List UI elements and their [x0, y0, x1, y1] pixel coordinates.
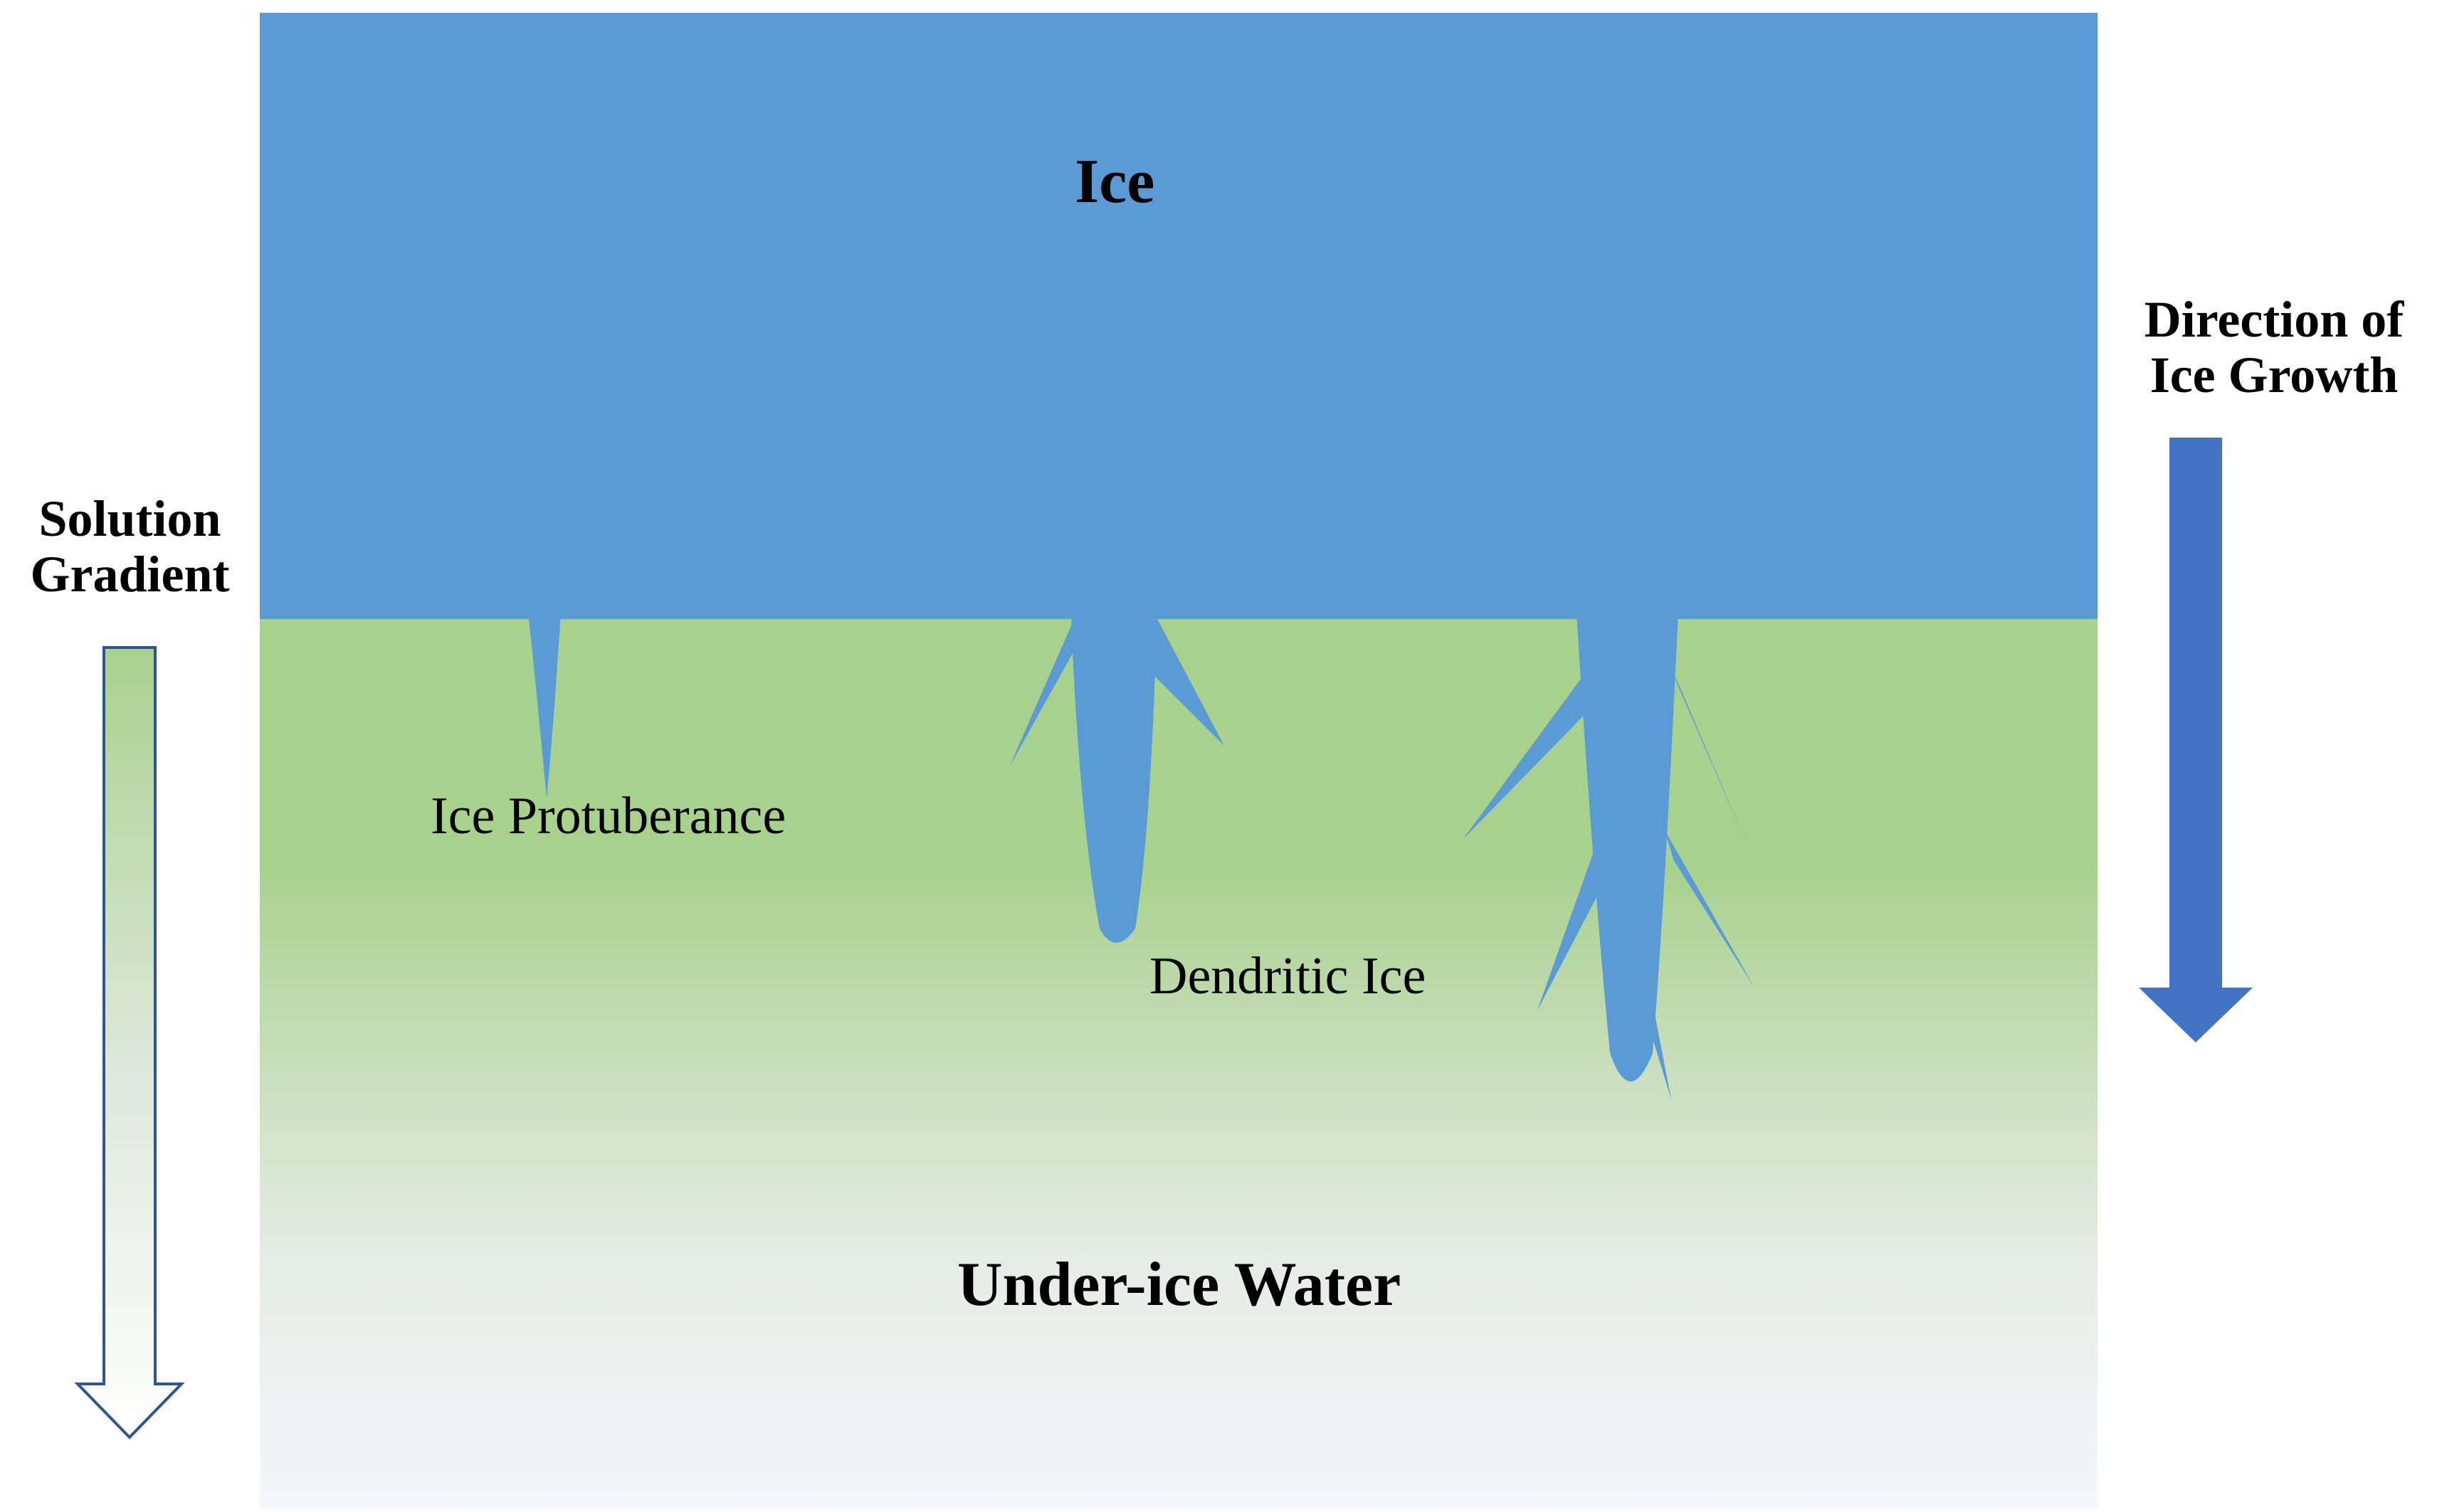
dendritic-ice-right [1463, 613, 1754, 1099]
dendritic-ice-label: Dendritic Ice [1149, 947, 1426, 1005]
solution-gradient-arrow [74, 646, 185, 1439]
under-ice-water-region [260, 618, 2098, 1508]
growth-direction-line1: Direction of [2144, 291, 2404, 348]
under-ice-water-label: Under-ice Water [957, 1250, 1401, 1319]
ice-protuberance [528, 613, 561, 798]
solution-gradient-line1: Solution [38, 490, 221, 547]
ice-protuberance-label: Ice Protuberance [431, 787, 786, 845]
solution-gradient-line2: Gradient [30, 546, 230, 603]
solution-gradient-label: Solution Gradient [0, 491, 260, 602]
growth-direction-line2: Ice Growth [2149, 347, 2399, 403]
ice-growth-direction-arrow [2139, 438, 2253, 1042]
ice-layer [260, 13, 2098, 619]
ice-label: Ice [1075, 147, 1155, 216]
dendritic-ice-middle [1009, 613, 1224, 943]
ice-growth-direction-label: Direction of Ice Growth [2107, 292, 2441, 403]
